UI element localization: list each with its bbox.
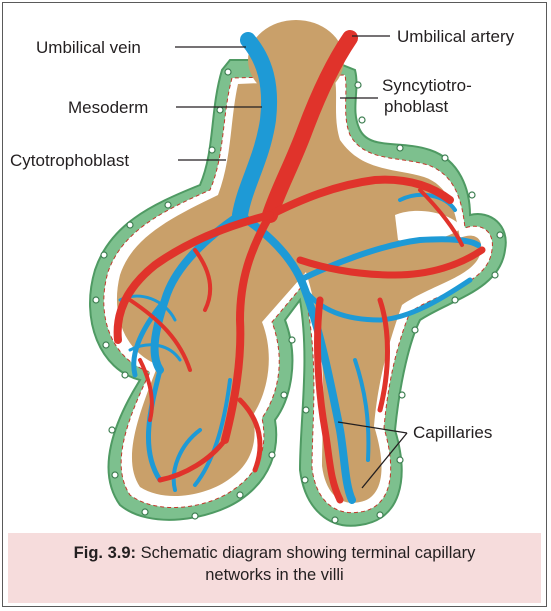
caption-text-line2: networks in the villi [205,566,343,584]
caption-text-line1: Schematic diagram showing terminal capil… [141,544,476,562]
label-cytotrophoblast: Cytotrophoblast [10,151,129,170]
label-syncytiotrophoblast-2: phoblast [384,97,449,116]
label-umbilical-vein: Umbilical vein [36,38,141,57]
label-capillaries: Capillaries [413,423,492,442]
caption-fig-number: Fig. 3.9: [74,544,136,562]
figure-caption: Fig. 3.9: Schematic diagram showing term… [8,533,541,603]
label-mesoderm: Mesoderm [68,98,148,117]
label-syncytiotrophoblast-1: Syncytiotro- [382,76,472,95]
label-umbilical-artery: Umbilical artery [397,27,515,46]
